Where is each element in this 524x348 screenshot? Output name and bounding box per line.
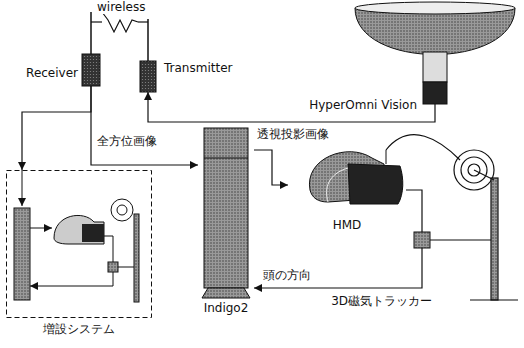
receiver-unit: Receiver (14, 10, 102, 86)
node-label: Transmitter (164, 61, 232, 75)
signal-connector (148, 92, 325, 122)
transmitter-unit-outline (138, 15, 248, 92)
signal-connector (406, 190, 422, 232)
node-label: HMD (288, 218, 406, 232)
receiver-unit-shape (82, 12, 102, 86)
node-label: 3D磁気トラッカー (322, 294, 432, 308)
node-label: HyperOmni Vision (307, 98, 417, 112)
signal-label: 全方位画像 (97, 134, 157, 148)
omni-camera: HyperOmni Vision (325, 0, 520, 124)
node-label: 増設システム (6, 322, 152, 336)
signal-connector (254, 287, 322, 288)
connector-label: 透視投影画像 (256, 127, 330, 141)
head-mounted-display: HMD (288, 138, 406, 234)
connector-layer (22, 12, 422, 288)
node-label: Receiver (14, 66, 78, 80)
signal-connector (102, 12, 138, 32)
signal-connector (91, 86, 198, 165)
magnetic-tracker-shape (322, 232, 430, 288)
connector-label: 頭の方向 (262, 268, 312, 282)
signal-connector (254, 150, 288, 185)
extension-system-shape (7, 170, 152, 318)
node-label: Indigo2 (198, 301, 254, 315)
extension-system-outline (6, 170, 152, 340)
coil-stand (386, 135, 518, 300)
head-mounted-display-shape (309, 150, 402, 204)
transmitter-unit: Transmitter (138, 15, 248, 92)
transmitter-unit-shape (138, 19, 156, 92)
extension-system: 増設システム (6, 170, 152, 340)
connector-label: wireless (96, 0, 146, 14)
signal-connector (22, 86, 91, 170)
workstation: Indigo2 (198, 128, 254, 318)
workstation-shape (202, 128, 250, 298)
workstation-outline (198, 128, 254, 318)
magnetic-tracker: 3D磁気トラッカー (322, 232, 434, 312)
